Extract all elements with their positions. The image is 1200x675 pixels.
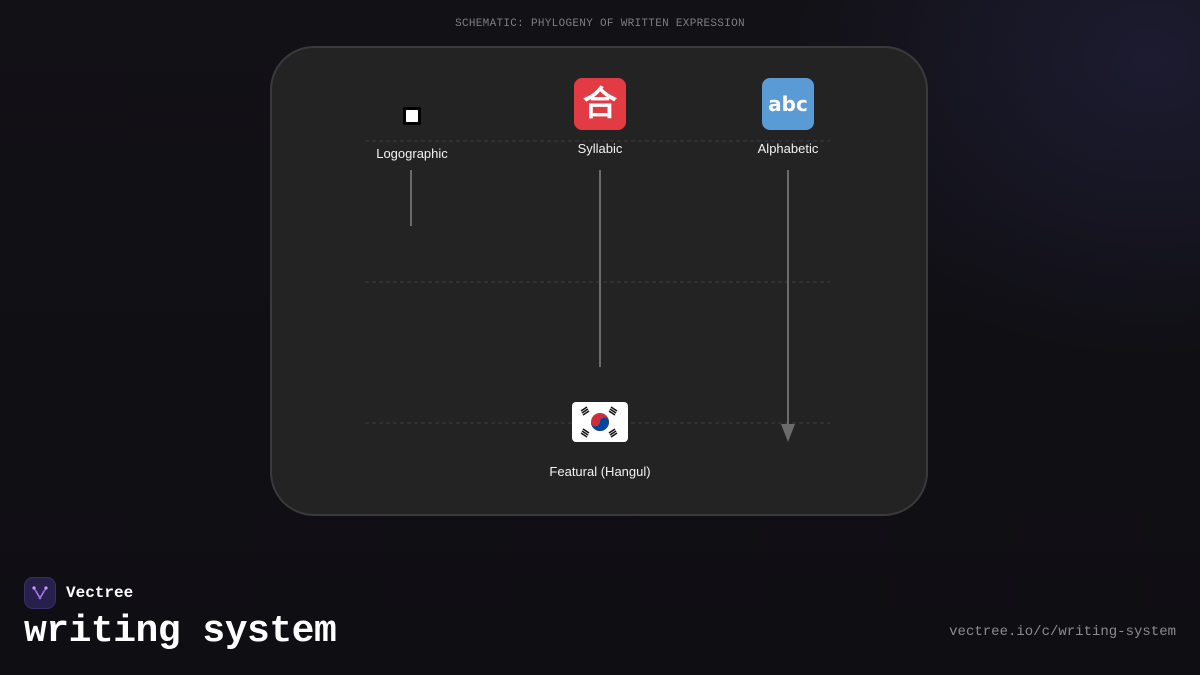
vectree-logo-icon: [24, 577, 56, 609]
node-syllabic[interactable]: 合 Syllabic: [520, 76, 680, 156]
node-featural-label: Featural (Hangul): [549, 464, 651, 479]
node-alphabetic-label: Alphabetic: [757, 141, 819, 156]
node-alphabetic[interactable]: abc Alphabetic: [708, 76, 868, 156]
node-syllabic-label: Syllabic: [577, 141, 623, 156]
page-title: writing system: [24, 610, 337, 653]
node-featural[interactable]: Featural (Hangul): [520, 398, 680, 479]
brand-name: Vectree: [66, 584, 134, 602]
abc-input-symbol-icon: abc: [708, 76, 868, 132]
japanese-acceptable-button-icon: 合: [520, 76, 680, 132]
diagram-subtitle: SCHEMATIC: PHYLOGENY OF WRITTEN EXPRESSI…: [455, 18, 745, 30]
node-logographic-label: Logographic: [376, 146, 448, 161]
small-square-icon: [332, 84, 492, 140]
brand[interactable]: Vectree: [24, 577, 133, 609]
south-korea-flag-icon: [520, 398, 680, 454]
page-url-link[interactable]: vectree.io/c/writing-system: [949, 624, 1176, 640]
node-logographic[interactable]: Logographic: [332, 84, 492, 161]
